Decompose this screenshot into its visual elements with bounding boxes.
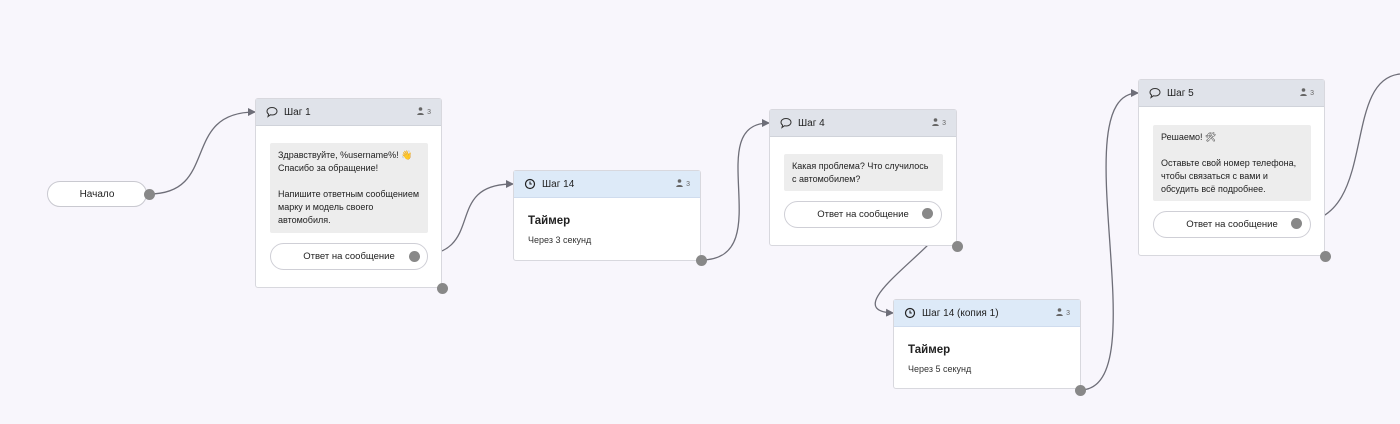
step1-message: Здравствуйте, %username%! 👋 Спасибо за о…: [270, 143, 428, 233]
timer14-title: Шаг 14: [542, 178, 575, 190]
user-icon: [1300, 88, 1307, 98]
step4-reply-button[interactable]: Ответ на сообщение: [784, 201, 942, 228]
step4-reply-label: Ответ на сообщение: [817, 209, 909, 220]
step4-user-count: 3: [932, 118, 946, 128]
speech-bubble-icon: [780, 117, 792, 129]
step1-title: Шаг 1: [284, 106, 311, 118]
step5-reply-port[interactable]: [1290, 217, 1302, 229]
speech-bubble-icon: [1149, 87, 1161, 99]
clock-icon: [904, 307, 916, 319]
step5-output-port[interactable]: [1319, 250, 1331, 262]
link-timer14-step4[interactable]: [700, 119, 770, 261]
timer14copy-subtitle: Через 5 секунд: [908, 364, 972, 374]
step4-reply-port[interactable]: [921, 207, 933, 219]
link-timer14copy-step5[interactable]: [1079, 89, 1139, 391]
step4-message: Какая проблема? Что случилось с автомоби…: [784, 154, 943, 191]
timer14-card[interactable]: Шаг 14 3 Таймер Через 3 секунд: [513, 170, 701, 261]
step4-output-port[interactable]: [951, 240, 963, 252]
timer14copy-heading: Таймер: [908, 344, 951, 356]
clock-icon: [524, 178, 536, 190]
timer14copy-header: Шаг 14 (копия 1) 3: [894, 300, 1080, 327]
step1-output-port[interactable]: [436, 282, 448, 294]
user-icon: [1056, 308, 1063, 318]
start-output-port[interactable]: [143, 188, 155, 200]
speech-bubble-icon: [266, 106, 278, 118]
user-icon: [417, 107, 424, 117]
step1-reply-port[interactable]: [408, 250, 420, 262]
step1-reply-button[interactable]: Ответ на сообщение: [270, 243, 428, 270]
step5-title: Шаг 5: [1167, 87, 1194, 99]
timer14copy-output-port[interactable]: [1074, 384, 1086, 396]
step5-user-count: 3: [1300, 88, 1314, 98]
step5-reply-button[interactable]: Ответ на сообщение: [1153, 211, 1311, 238]
start-label: Начало: [79, 188, 115, 200]
link-start-step1[interactable]: [148, 108, 256, 195]
user-icon: [932, 118, 939, 128]
step1-reply-label: Ответ на сообщение: [303, 251, 395, 262]
start-node[interactable]: Начало: [47, 181, 147, 207]
step1-header: Шаг 1 3: [256, 99, 441, 126]
step5-reply-label: Ответ на сообщение: [1186, 219, 1278, 230]
step1-user-count: 3: [417, 107, 431, 117]
user-icon: [676, 179, 683, 189]
timer14-output-port[interactable]: [695, 254, 707, 266]
timer14-heading: Таймер: [528, 215, 571, 227]
timer14-header: Шаг 14 3: [514, 171, 700, 198]
timer14-subtitle: Через 3 секунд: [528, 235, 592, 245]
timer14copy-user-count: 3: [1056, 308, 1070, 318]
timer14copy-title: Шаг 14 (копия 1): [922, 307, 999, 319]
timer14-user-count: 3: [676, 179, 690, 189]
step1-card[interactable]: Шаг 1 3 Здравствуйте, %username%! 👋 Спас…: [255, 98, 442, 288]
step4-card[interactable]: Шаг 4 3 Какая проблема? Что случилось с …: [769, 109, 957, 246]
step5-message: Решаемо! 🛠 Оставьте свой номер телефона,…: [1153, 125, 1311, 201]
step4-title: Шаг 4: [798, 117, 825, 129]
step5-card[interactable]: Шаг 5 3 Решаемо! 🛠 Оставьте свой номер т…: [1138, 79, 1325, 256]
timer14copy-card[interactable]: Шаг 14 (копия 1) 3 Таймер Через 5 секунд: [893, 299, 1081, 389]
step4-header: Шаг 4 3: [770, 110, 956, 137]
step5-header: Шаг 5 3: [1139, 80, 1324, 107]
